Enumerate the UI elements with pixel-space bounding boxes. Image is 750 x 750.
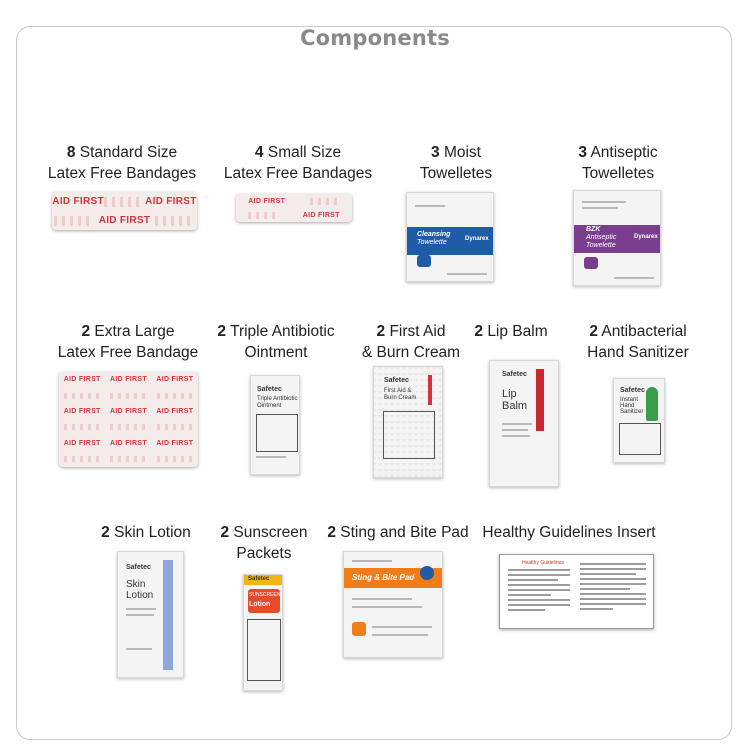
towelette-label: BZK [586, 226, 601, 233]
triple-antibiotic-image: Safetec Triple Antibiotic Ointment [250, 375, 300, 475]
healthy-guidelines-image: Healthy Guidelines [499, 554, 654, 629]
caption-sting-bite-pad: 2 Sting and Bite Pad [327, 524, 469, 541]
hand-sanitizer-image: Safetec Instant Hand Sanitizer [613, 378, 665, 463]
dynarex-logo: Dynarex [634, 234, 658, 240]
towelette-label: Towelette [586, 242, 616, 249]
caption-skin-lotion: 2 Skin Lotion [101, 524, 191, 541]
towelette-label: Cleansing [417, 231, 451, 238]
moist-towelette-image: Cleansing Towelette Dynarex [406, 192, 494, 282]
page-title: Components [300, 26, 450, 50]
dynarex-logo: Dynarex [465, 236, 489, 242]
caption-lip-balm: 2 Lip Balm [474, 323, 548, 340]
sting-bite-pad-image: Sting & Bite Pad [343, 551, 443, 658]
dynarex-logo [420, 566, 434, 580]
bandage-brand: AID FIRST [98, 215, 151, 226]
bandage-brand: AID FIRST [248, 197, 286, 205]
skin-lotion-image: Safetec Skin Lotion [117, 551, 184, 678]
count-badge [584, 257, 598, 269]
towelette-band [574, 225, 660, 253]
towelette-band [407, 227, 493, 255]
bandage-brand: AID FIRST [52, 196, 104, 207]
towelette-label: Antiseptic [586, 234, 617, 241]
small-bandage-image: AID FIRST AID FIRST [236, 194, 352, 222]
sunscreen-image: Safetec SUNSCREEN Lotion [243, 574, 283, 691]
count-badge [352, 622, 366, 636]
burn-cream-image: Safetec First Aid & Burn Cream [373, 366, 443, 478]
towelette-label: Towelette [417, 239, 447, 246]
standard-bandage-image: AID FIRST AID FIRST AID FIRST [52, 192, 197, 230]
caption-burn-cream: 2 First Aid& Burn Cream [361, 323, 461, 361]
count-badge [417, 255, 431, 267]
bandage-brand: AID FIRST [145, 196, 197, 207]
antiseptic-towelette-image: BZK Antiseptic Towelette Dynarex [573, 190, 661, 286]
bandage-brand: AID FIRST [302, 211, 340, 219]
caption-healthy-guidelines: Healthy Guidelines Insert [482, 524, 656, 541]
lip-balm-image: Safetec Lip Balm [489, 360, 559, 487]
